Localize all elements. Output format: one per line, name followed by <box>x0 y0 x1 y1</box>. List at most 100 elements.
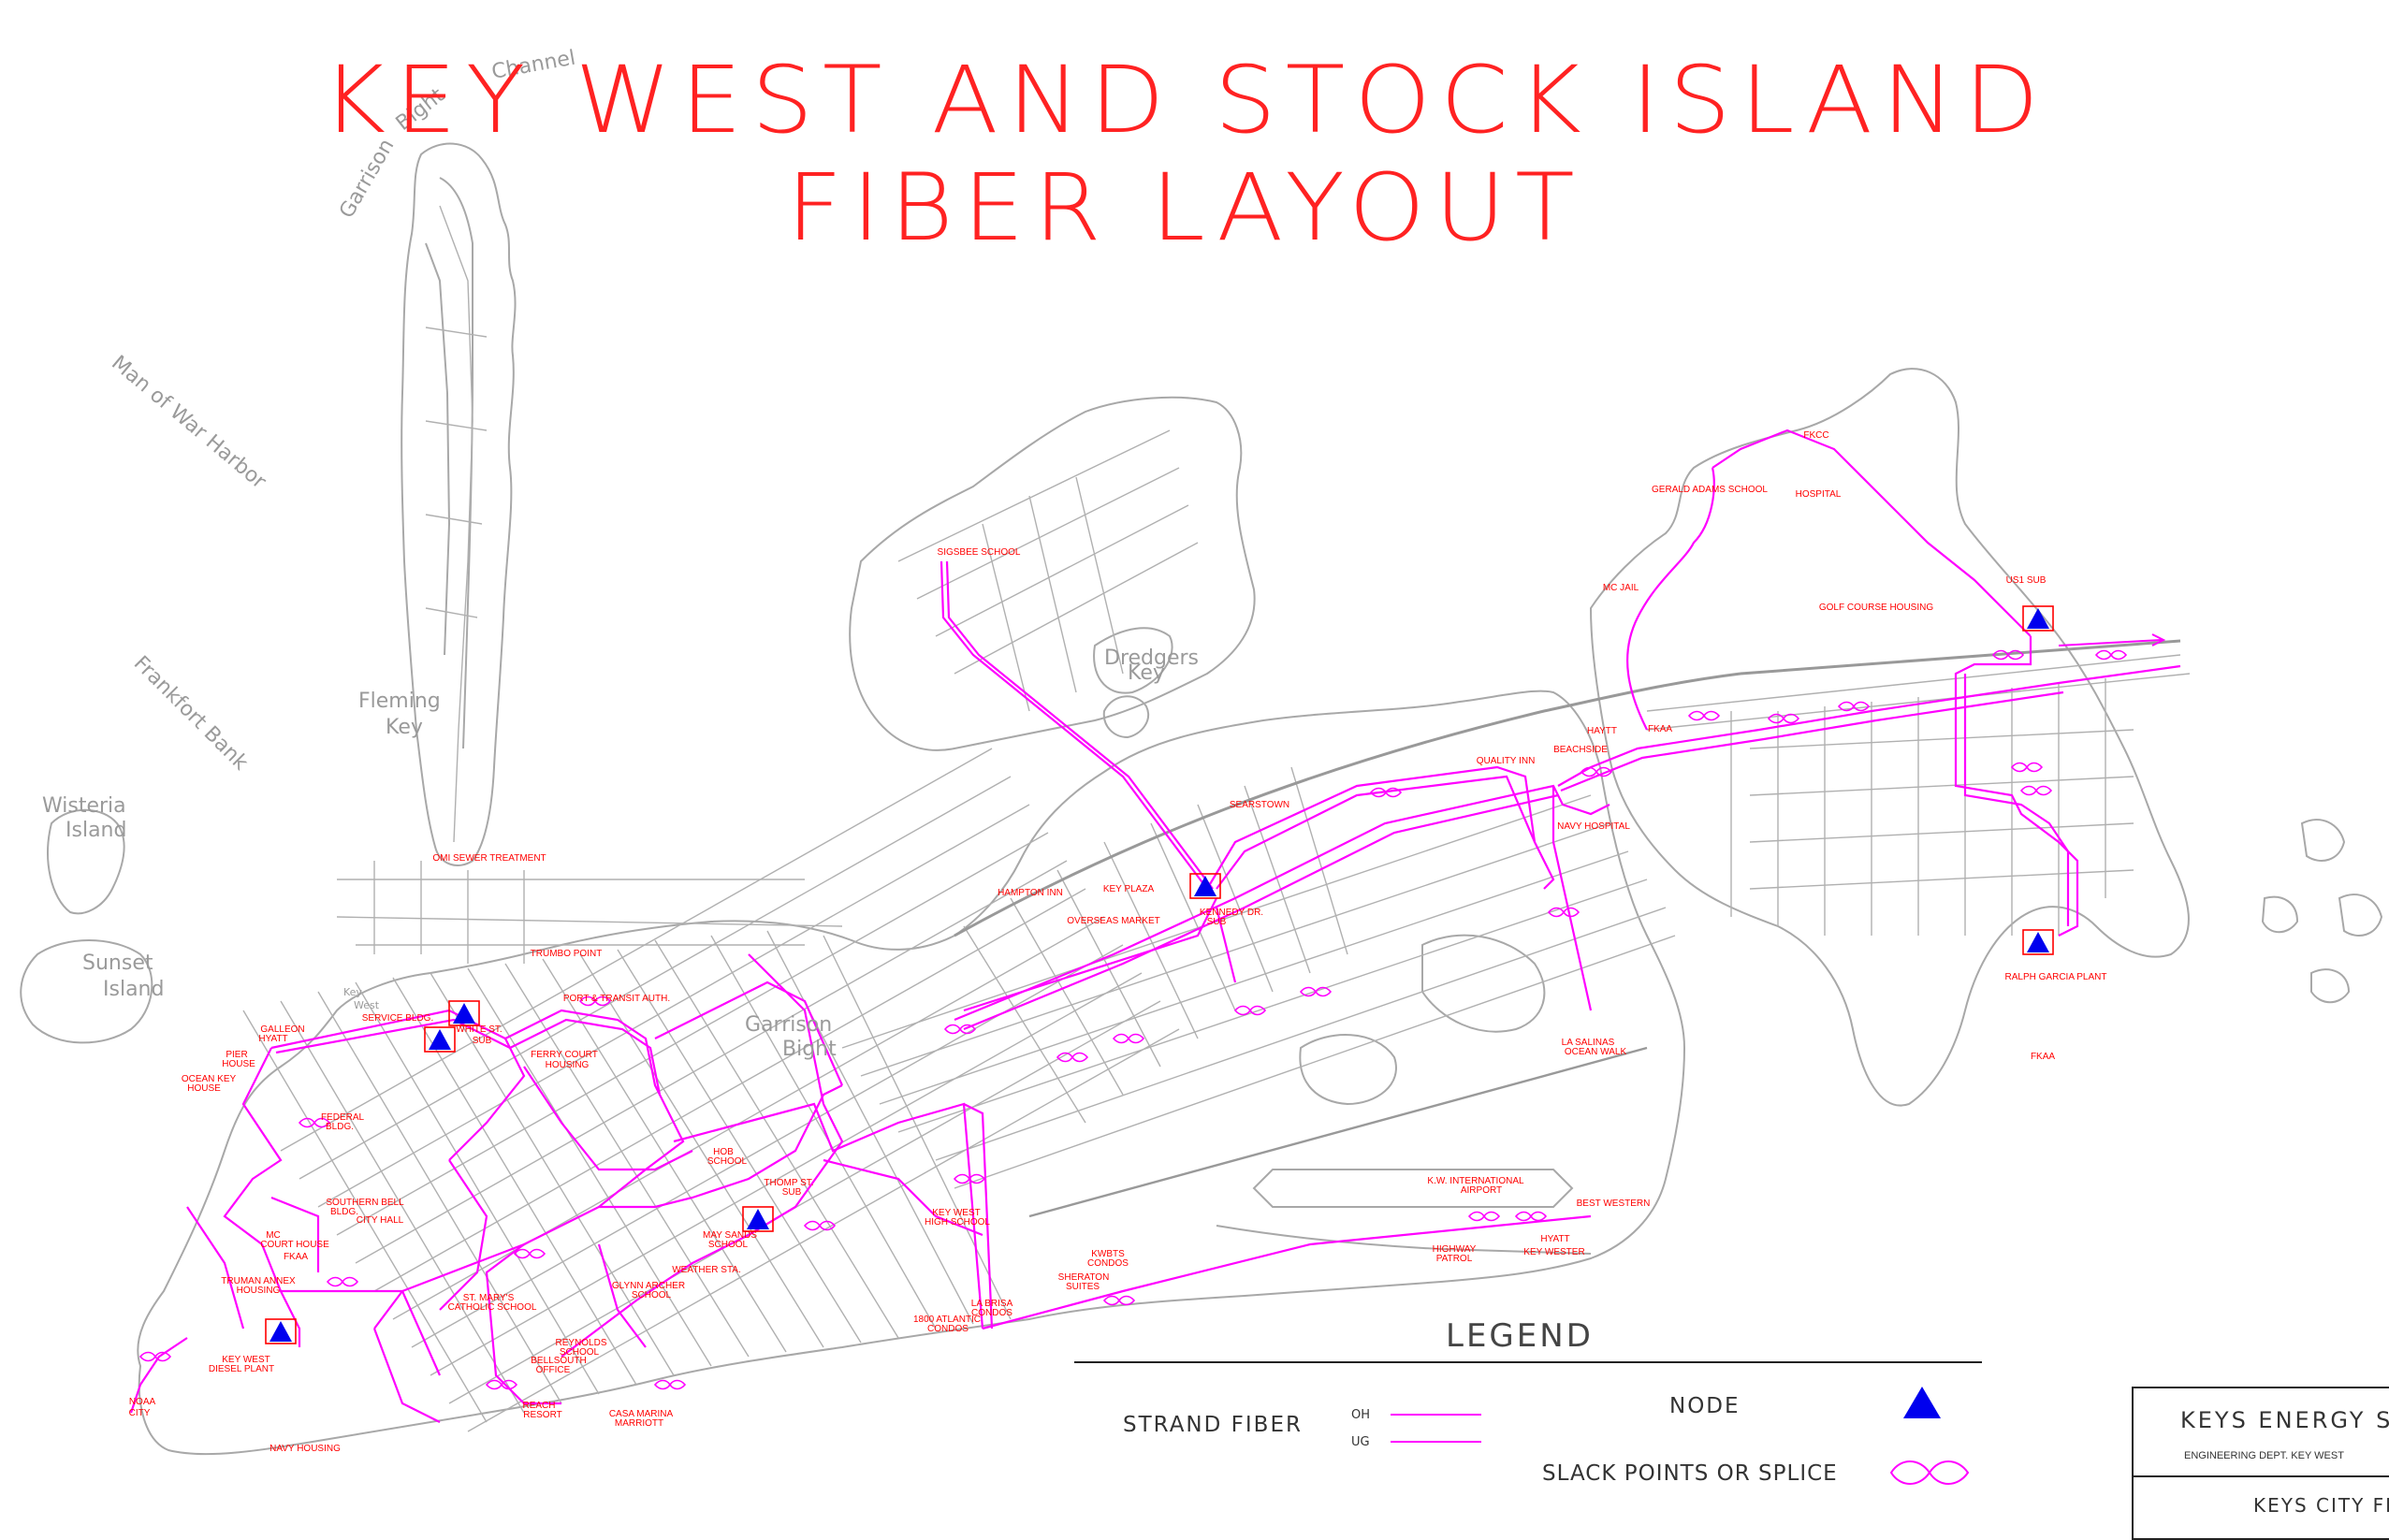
geo-dredgers: Dredgers <box>1104 647 1199 670</box>
place-mc-court-2: COURT HOUSE <box>260 1240 329 1250</box>
fiber-routes <box>129 429 2181 1423</box>
place-kwbts-2: CONDOS <box>1087 1258 1129 1269</box>
place-truman-1: TRUMAN ANNEX <box>221 1276 296 1286</box>
place-gerald-adams: GERALD ADAMS SCHOOL <box>1652 485 1768 495</box>
place-searstown: SEARSTOWN <box>1230 800 1289 810</box>
place-may-sands-1: MAY SANDS <box>703 1230 757 1241</box>
place-weather: WEATHER STA. <box>672 1265 741 1275</box>
place-casa-1: CASA MARINA <box>609 1409 674 1419</box>
place-atlantic-1: 1800 ATLANTIC <box>913 1315 981 1325</box>
place-golf-course: GOLF COURSE HOUSING <box>1819 603 1933 613</box>
place-oms: OMI SEWER TREATMENT <box>432 853 546 864</box>
geo-fleming: Fleming <box>358 690 441 713</box>
place-federal-1: FEDERAL <box>321 1112 365 1123</box>
place-diesel-1: KEY WEST <box>222 1355 270 1365</box>
map-title-line2: FIBER LAYOUT <box>786 153 1584 262</box>
geo-man-of-war: Man of War Harbor <box>107 351 270 494</box>
place-fkaa-2: FKAA <box>2031 1052 2055 1062</box>
place-best-western: BEST WESTERN <box>1577 1199 1651 1209</box>
sigsbee-coast <box>849 396 1256 751</box>
place-hayt: HAYTT <box>1587 726 1617 736</box>
place-ferry-court-2: HOUSING <box>546 1060 590 1070</box>
place-sigsbee: SIGSBEE SCHOOL <box>938 547 1021 558</box>
slack-points <box>138 649 2128 1390</box>
geo-bight-2: Bight <box>782 1038 837 1061</box>
place-ferry-court-1: FERRY COURT <box>531 1050 598 1060</box>
place-truman-2: HOUSING <box>237 1286 281 1296</box>
place-hyatt-kw-2: KEY WESTER <box>1523 1247 1584 1257</box>
place-sheraton-1: SHERATON <box>1058 1272 1110 1283</box>
place-noaa-1: NOAA <box>129 1397 156 1407</box>
place-reach-1: REACH <box>522 1401 555 1411</box>
legend-node-icon <box>1903 1387 1941 1418</box>
title-block-dept: ENGINEERING DEPT. KEY WEST <box>2184 1450 2344 1461</box>
legend-oh: OH <box>1351 1408 1371 1422</box>
map-title-line1: KEY WEST AND STOCK ISLAND <box>321 46 2049 154</box>
geo-garrison-2: Garrison <box>745 1013 832 1037</box>
legend-slack: SLACK POINTS OR SPLICE <box>1542 1461 1838 1486</box>
place-la-salinas-2: OCEAN WALK <box>1565 1047 1627 1057</box>
legend-graphics <box>1074 1361 1982 1485</box>
place-pier-2: HOUSE <box>222 1059 255 1069</box>
place-hospital: HOSPITAL <box>1796 489 1842 500</box>
legend-node: NODE <box>1669 1394 1741 1418</box>
place-bellsouth-1: BELLSOUTH <box>531 1356 586 1366</box>
legend-title: LEGEND <box>1446 1317 1594 1355</box>
place-glynn-2: SCHOOL <box>632 1290 672 1300</box>
place-port-transit: PORT & TRANSIT AUTH. <box>563 994 670 1004</box>
geo-west-small: West <box>354 999 380 1011</box>
place-mc-court-1: MC <box>266 1230 281 1241</box>
place-st-marys-2: CATHOLIC SCHOOL <box>448 1302 537 1313</box>
place-beachside: BEACHSIDE <box>1553 745 1608 755</box>
place-quality-inn: QUALITY INN <box>1477 756 1536 766</box>
geo-fleming-key: Key <box>386 716 423 739</box>
title-block-company: KEYS ENERGY SE <box>2180 1407 2389 1433</box>
place-noaa-2: CITY <box>129 1408 151 1418</box>
place-southern-bell-1: SOUTHERN BELL <box>326 1198 404 1208</box>
place-key-plaza: KEY PLAZA <box>1103 884 1155 894</box>
place-us1-sub: US1 SUB <box>2006 575 2047 586</box>
geo-sunset-island: Island <box>103 978 164 1001</box>
place-atlantic-2: CONDOS <box>927 1324 969 1334</box>
place-thomp-1: THOMP ST. <box>764 1178 813 1188</box>
place-southern-bell-2: BLDG. <box>330 1207 358 1217</box>
place-kennedy-2: SUB <box>1207 917 1227 927</box>
geo-sunset: Sunset <box>82 952 153 975</box>
geo-dredgers-key: Key <box>1128 661 1165 685</box>
geo-key-small: Key <box>343 986 362 998</box>
place-diesel-2: DIESEL PLANT <box>209 1364 274 1374</box>
place-kw-intl-2: AIRPORT <box>1461 1185 1502 1196</box>
place-hyatt-kw-1: HYATT <box>1540 1234 1569 1244</box>
stock-island-coast <box>1589 368 2190 1107</box>
place-reynolds-2: SCHOOL <box>560 1347 600 1358</box>
place-hampton: HAMPTON INN <box>998 888 1063 898</box>
legend-slack-icon <box>1889 1460 1970 1485</box>
place-kw-intl-1: K.W. INTERNATIONAL <box>1427 1176 1524 1186</box>
place-kw-high-2: HIGH SCHOOL <box>925 1217 990 1228</box>
place-ocean-key-1: OCEAN KEY <box>182 1074 237 1084</box>
place-city-hall: CITY HALL <box>357 1215 404 1226</box>
place-highway-1: HIGHWAY <box>1433 1244 1477 1255</box>
key-west-coast <box>137 690 1686 1456</box>
place-bellsouth-2: OFFICE <box>536 1365 571 1375</box>
place-white-st-2: SUB <box>473 1036 492 1046</box>
place-la-brisa-2: CONDOS <box>971 1308 1012 1318</box>
place-la-salinas-1: LA SALINAS <box>1562 1038 1615 1048</box>
place-pier-1: PIER <box>226 1050 247 1060</box>
place-la-brisa-1: LA BRISA <box>971 1299 1013 1309</box>
place-may-sands-2: SCHOOL <box>708 1240 749 1250</box>
place-sheraton-2: SUITES <box>1066 1282 1100 1292</box>
legend-strand-fiber: STRAND FIBER <box>1123 1413 1303 1437</box>
place-glynn-1: GLYNN ARCHER <box>612 1281 685 1291</box>
nodes <box>265 605 2054 1344</box>
place-reach-2: RESORT <box>523 1410 562 1420</box>
place-galleon-1: GALLEON <box>260 1024 304 1035</box>
place-white-st-1: WHITE ST. <box>456 1024 502 1035</box>
place-fkaa-3: FKAA <box>284 1252 308 1262</box>
place-st-marys-1: ST. MARY'S <box>463 1293 515 1303</box>
place-hob-2: SCHOOL <box>707 1156 748 1167</box>
legend-ug: UG <box>1351 1435 1370 1449</box>
geo-frankfort: Frankfort Bank <box>129 652 253 776</box>
place-federal-2: BLDG. <box>326 1122 354 1132</box>
place-fkaa-1: FKAA <box>1648 724 1672 734</box>
